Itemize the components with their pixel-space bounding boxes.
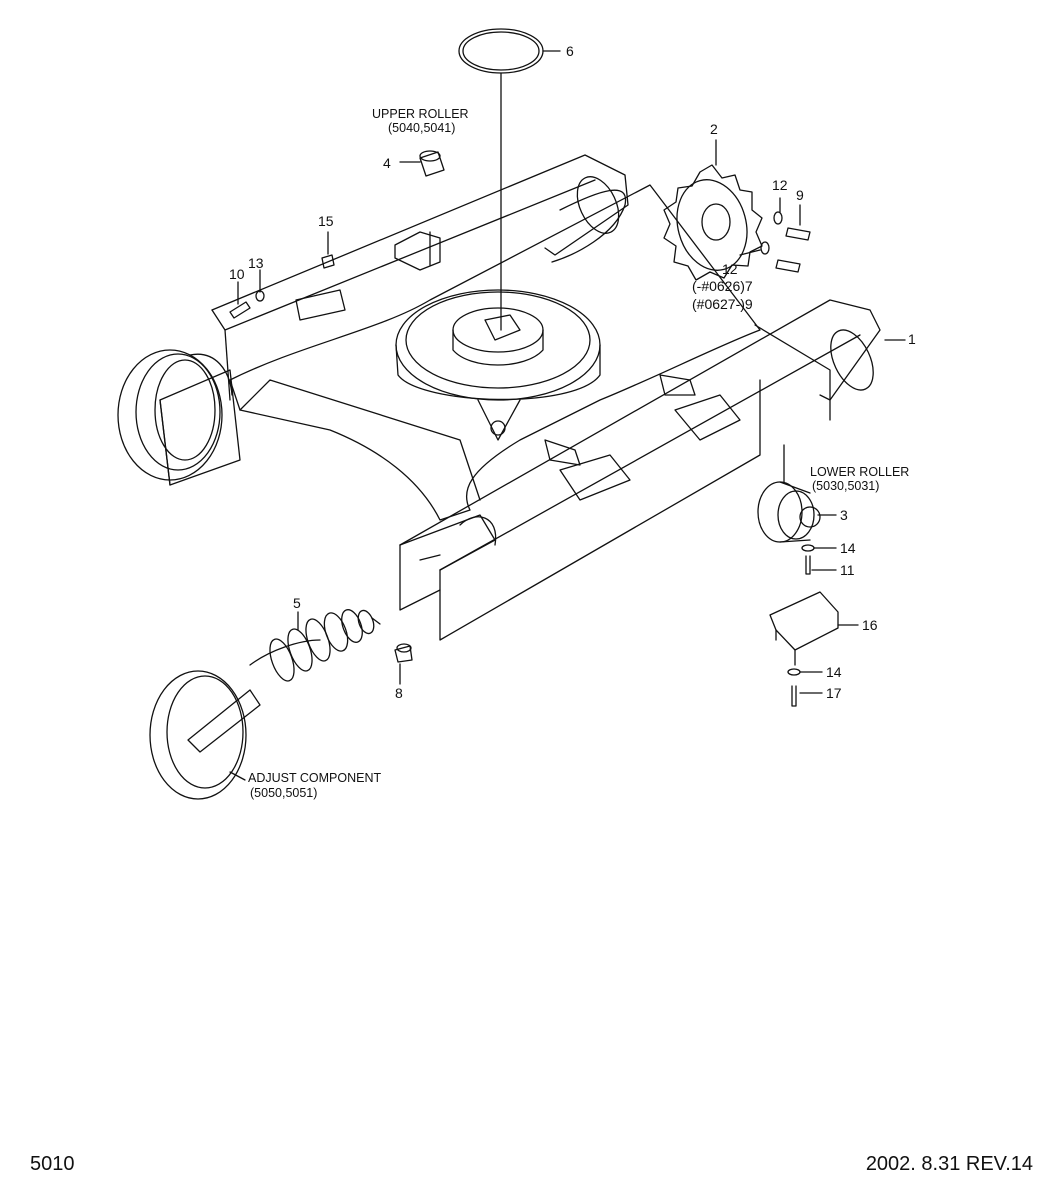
callout-14-top: 14 <box>840 540 856 556</box>
lower-roller-ref: (5030,5031) <box>812 479 879 493</box>
adjust-component-ref: (5050,5051) <box>250 786 317 800</box>
callout-10: 10 <box>229 266 245 282</box>
callout-17: 17 <box>826 685 842 701</box>
sprocket-bolt-part <box>760 211 811 273</box>
adjust-spring-part <box>249 609 381 682</box>
sprocket-part <box>663 164 763 281</box>
guard-plate-part <box>769 591 839 666</box>
revision-date: 2002. 8.31 REV.14 <box>865 1153 1033 1175</box>
callout-14-bottom: 14 <box>826 664 842 680</box>
callout-4: 4 <box>383 155 391 171</box>
callout-5: 5 <box>293 595 301 611</box>
o-ring-part <box>458 28 544 74</box>
callout-8: 8 <box>395 685 403 701</box>
callout-13: 13 <box>248 255 264 271</box>
front-idler-part <box>149 670 261 800</box>
center-ring-part <box>395 289 601 441</box>
callout-2: 2 <box>710 121 718 137</box>
lower-roller-fastener-part <box>787 544 815 707</box>
callout-6: 6 <box>566 43 574 59</box>
roller-guard-part <box>544 374 741 501</box>
upper-roller-part <box>394 150 445 271</box>
callout-15: 15 <box>318 213 334 229</box>
callout-12-top: 12 <box>772 177 788 193</box>
figure-number: 5010 <box>30 1153 75 1175</box>
lower-roller-part <box>757 481 821 543</box>
callout-3: 3 <box>840 507 848 523</box>
callout-9-top: 9 <box>796 187 804 203</box>
upper-roller-ref: (5040,5041) <box>388 121 455 135</box>
callout-9-bottom: (#0627-)9 <box>692 296 753 312</box>
upper-roller-caption: UPPER ROLLER <box>372 107 469 121</box>
adjust-component-leader <box>229 771 246 781</box>
callout-1: 1 <box>908 331 916 347</box>
callout-11: 11 <box>840 562 855 578</box>
rear-idler-part <box>117 349 233 481</box>
washer-12-leader-bottom <box>739 249 761 256</box>
callout-12-bottom: 12 <box>722 261 738 277</box>
callout-16: 16 <box>862 617 878 633</box>
grease-bolt-part <box>394 643 413 663</box>
adjust-component-caption: ADJUST COMPONENT <box>248 771 381 785</box>
lower-roller-caption: LOWER ROLLER <box>810 465 909 479</box>
callout-7: (-#0626)7 <box>692 278 753 294</box>
track-frame-part <box>159 154 881 641</box>
